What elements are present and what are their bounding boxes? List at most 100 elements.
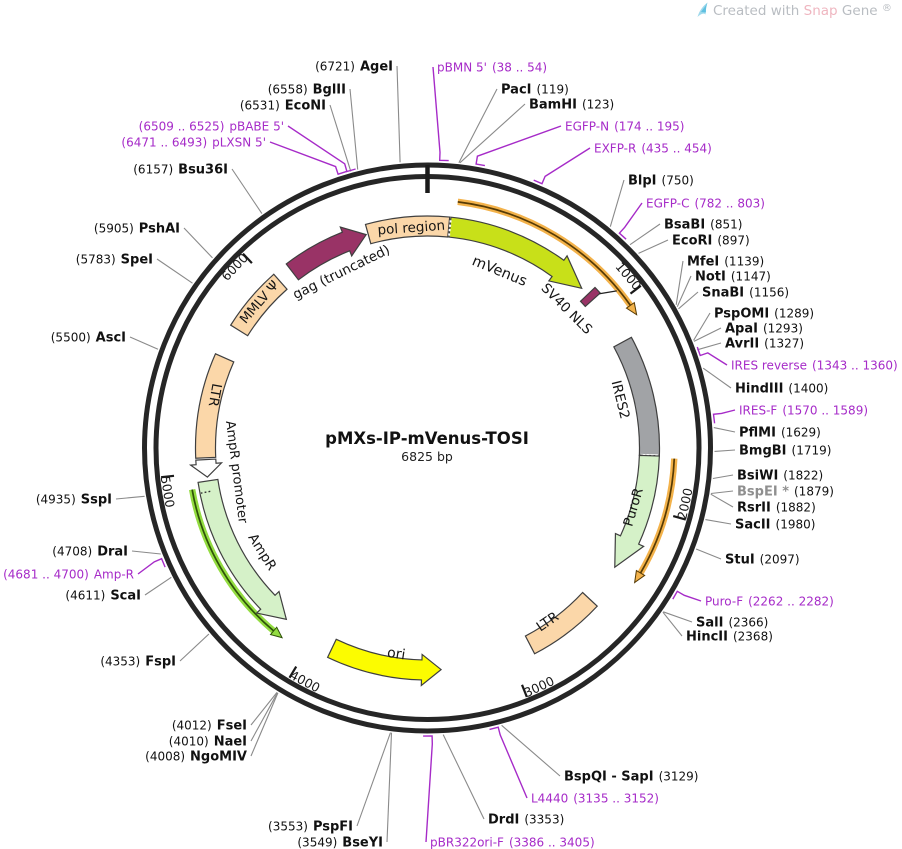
enzyme-label-bsiwi[interactable]: BsiWI(1822) xyxy=(737,468,823,483)
enzyme-leader-apai xyxy=(693,327,722,342)
enzyme-label-noti[interactable]: NotI(1147) xyxy=(695,269,771,284)
enzyme-leader-econi xyxy=(329,104,352,172)
primer-label-puro-f[interactable]: Puro-F(2262 .. 2282) xyxy=(705,594,834,608)
feature-mmlv-psi[interactable] xyxy=(229,273,288,337)
feature-label-pol-region[interactable]: pol region xyxy=(377,218,446,239)
enzyme-leader-agei xyxy=(396,65,401,163)
enzyme-leader-rsrii xyxy=(710,493,734,508)
enzyme-label-naei[interactable]: (4010)NaeI xyxy=(169,734,247,749)
feature-ltr-5prime[interactable] xyxy=(194,352,235,459)
transcript-arc-3-core xyxy=(191,489,275,632)
enzyme-leader-drai xyxy=(131,550,161,555)
primer-label-exfp-r[interactable]: EXFP-R(435 .. 454) xyxy=(594,141,712,155)
enzyme-leader-bmgbi xyxy=(714,449,736,452)
feature-ori[interactable] xyxy=(326,638,443,687)
feature-gag-truncated[interactable] xyxy=(285,226,368,281)
plasmid-title-block: pMXs-IP-mVenus-TOSI 6825 bp xyxy=(325,429,529,464)
tick-mark-2000 xyxy=(672,515,687,521)
enzyme-label-hincii[interactable]: HincII(2368) xyxy=(686,629,773,644)
transcript-arc-2-arrowhead-icon xyxy=(633,569,646,584)
enzyme-leader-pspfi xyxy=(356,732,392,827)
primer-label-amp-r[interactable]: (4681 .. 4700)Amp-R xyxy=(3,567,134,581)
enzyme-label-bsu36i[interactable]: (6157)Bsu36I xyxy=(133,162,228,177)
enzyme-label-paci[interactable]: PacI(119) xyxy=(501,82,569,97)
feature-ltr-3prime[interactable] xyxy=(524,591,599,655)
enzyme-label-bamhi[interactable]: BamHI(123) xyxy=(529,97,614,112)
enzyme-leader-fspi xyxy=(179,633,210,662)
enzyme-leader-asci xyxy=(129,336,159,350)
enzyme-leader-drdi xyxy=(442,734,485,820)
enzyme-label-bsabi[interactable]: BsaBI(851) xyxy=(664,217,742,232)
watermark-text: Created with Snap Gene ® xyxy=(713,3,892,19)
enzyme-label-hindiii[interactable]: HindIII(1400) xyxy=(735,381,828,396)
enzyme-label-pspomi[interactable]: PspOMI(1289) xyxy=(714,306,814,321)
enzyme-label-apai[interactable]: ApaI(1293) xyxy=(725,321,803,336)
primer-leader-egfp-n xyxy=(475,125,562,167)
primer-label-pbabe-5[interactable]: (6509 .. 6525)pBABE 5' xyxy=(139,119,284,133)
enzyme-leader-hincii xyxy=(662,611,683,637)
enzyme-label-ngomiv[interactable]: (4008)NgoMIV xyxy=(145,749,247,764)
enzyme-leader-bspqi-sapi xyxy=(501,724,561,777)
enzyme-label-bspqi-sapi[interactable]: BspQI - SapI(3129) xyxy=(564,769,698,784)
enzyme-leader-paci xyxy=(458,88,498,163)
primer-label-pbmn-5[interactable]: pBMN 5'(38 .. 54) xyxy=(437,60,547,74)
primer-leader-ires-f xyxy=(712,409,736,424)
enzyme-label-ecori[interactable]: EcoRI(897) xyxy=(672,233,750,248)
feature-ampr[interactable] xyxy=(197,478,288,621)
primer-label-plxsn-5[interactable]: (6471 .. 6493)pLXSN 5' xyxy=(121,135,266,149)
enzyme-label-avrii[interactable]: AvrII(1327) xyxy=(725,336,804,351)
primer-leader-exfp-r xyxy=(533,147,591,185)
enzyme-label-stui[interactable]: StuI(2097) xyxy=(725,552,800,567)
feature-puror[interactable] xyxy=(614,454,660,569)
enzyme-label-sacii[interactable]: SacII(1980) xyxy=(735,517,815,532)
enzyme-label-bspei[interactable]: BspEI *(1879) xyxy=(737,484,834,499)
feature-ampr-mid-junction xyxy=(200,490,211,494)
enzyme-label-fsei[interactable]: (4012)FseI xyxy=(172,718,247,733)
feature-label-ltr-5prime[interactable]: LTR xyxy=(205,382,225,408)
enzyme-leader-hindiii xyxy=(702,367,732,389)
primer-label-egfp-c[interactable]: EGFP-C(782 .. 803) xyxy=(646,196,765,210)
enzyme-label-fspi[interactable]: (4353)FspI xyxy=(100,654,176,669)
tick-label-5000: 5000 xyxy=(158,475,178,509)
primer-label-pbr322ori-f[interactable]: pBR322ori-F(3386 .. 3405) xyxy=(430,835,595,849)
enzyme-label-blpi[interactable]: BlpI(750) xyxy=(628,173,694,188)
enzyme-leader-scai xyxy=(144,576,172,596)
enzyme-label-spei[interactable]: (5783)SpeI xyxy=(76,252,153,267)
enzyme-label-scai[interactable]: (4611)ScaI xyxy=(65,588,141,603)
enzyme-label-pshai[interactable]: (5905)PshAI xyxy=(94,221,180,236)
enzyme-label-rsrii[interactable]: RsrII(1882) xyxy=(737,500,816,515)
enzyme-leader-bseyi xyxy=(386,732,393,843)
feature-label-ori[interactable]: ori xyxy=(386,645,406,664)
tick-mark-1000 xyxy=(629,284,642,295)
feature-ampr-promoter[interactable] xyxy=(188,458,224,478)
enzyme-label-sspi[interactable]: (4935)SspI xyxy=(36,492,112,507)
enzyme-label-snabi[interactable]: SnaBI(1156) xyxy=(702,285,789,300)
feature-pol-region[interactable] xyxy=(364,215,451,245)
enzyme-leader-snabi xyxy=(678,291,699,310)
enzyme-label-bglii[interactable]: (6558)BglII xyxy=(268,82,346,97)
tick-mark-5000 xyxy=(160,474,175,479)
enzyme-label-drdi[interactable]: DrdI(3353) xyxy=(488,812,564,827)
enzyme-label-agei[interactable]: (6721)AgeI xyxy=(315,59,393,74)
enzyme-label-bmgbi[interactable]: BmgBI(1719) xyxy=(739,443,831,458)
feature-sv40-nls[interactable] xyxy=(579,286,602,308)
primer-label-ires-reverse[interactable]: IRES reverse(1343 .. 1360) xyxy=(731,358,898,372)
enzyme-leader-stui xyxy=(695,548,722,560)
leader-lines-layer xyxy=(115,65,736,843)
enzyme-label-sali[interactable]: SalI(2366) xyxy=(696,615,768,630)
enzyme-label-econi[interactable]: (6531)EcoNI xyxy=(240,98,326,113)
enzyme-label-asci[interactable]: (5500)AscI xyxy=(51,330,126,345)
enzyme-label-mfei[interactable]: MfeI(1139) xyxy=(687,254,764,269)
transcript-arc-3-arrowhead-icon xyxy=(269,626,284,639)
primer-label-l4440[interactable]: L4440(3135 .. 3152) xyxy=(531,791,659,805)
feature-mvenus[interactable] xyxy=(448,216,583,290)
primer-label-egfp-n[interactable]: EGFP-N(174 .. 195) xyxy=(565,119,685,133)
enzyme-leader-sali xyxy=(663,611,693,623)
enzyme-label-pflmi[interactable]: PflMI(1629) xyxy=(739,425,821,440)
enzyme-label-pspfi[interactable]: (3553)PspFI xyxy=(268,819,353,834)
enzyme-label-drai[interactable]: (4708)DraI xyxy=(52,544,128,559)
primer-label-ires-f[interactable]: IRES-F(1570 .. 1589) xyxy=(739,403,868,417)
snapgene-watermark: Created with Snap Gene ® xyxy=(697,2,892,19)
enzyme-label-bseyi[interactable]: (3549)BseYI xyxy=(297,835,383,849)
snapgene-logo-icon xyxy=(697,2,708,17)
